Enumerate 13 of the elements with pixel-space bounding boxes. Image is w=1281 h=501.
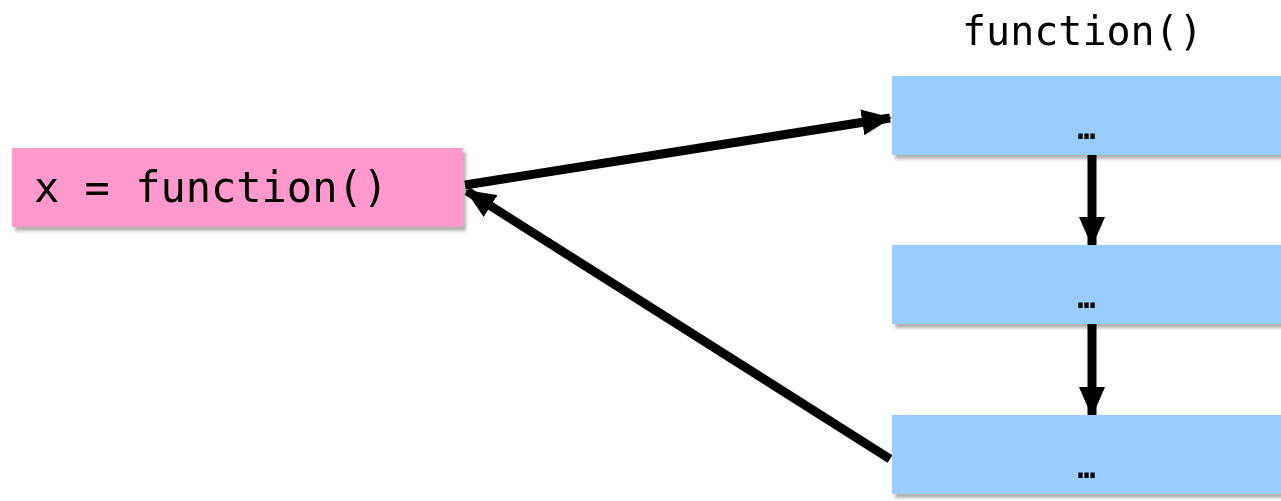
process-box (892, 415, 1281, 494)
node-text: … (1077, 450, 1096, 485)
arrow (464, 187, 893, 463)
node-text: … (1077, 111, 1096, 146)
arrow (464, 109, 892, 190)
process-box (892, 245, 1281, 324)
code-box (12, 148, 463, 227)
arrow (1079, 155, 1105, 247)
node-text: x = function() (34, 163, 388, 212)
heading-text: function() (962, 8, 1203, 54)
arrow (1079, 324, 1105, 417)
process-box (892, 76, 1281, 155)
node-text: … (1077, 280, 1096, 315)
